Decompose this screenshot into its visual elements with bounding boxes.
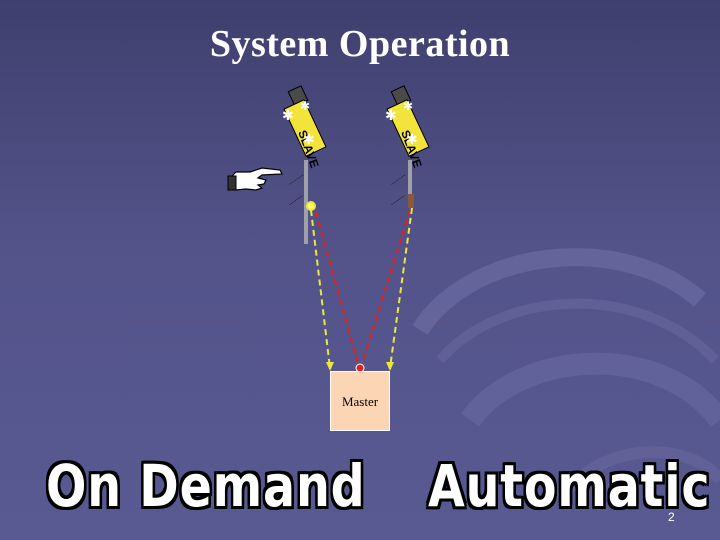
slave-sensor-right: SLAVE ---------- ~~~~~~ ✱ ✱ ✱ bbox=[385, 85, 430, 208]
svg-text:~~~~~~: ~~~~~~ bbox=[288, 173, 306, 188]
svg-text:✱: ✱ bbox=[300, 99, 310, 113]
svg-text:✱: ✱ bbox=[406, 132, 418, 148]
signal-paths bbox=[310, 207, 413, 373]
slide-title: System Operation bbox=[209, 23, 511, 65]
svg-text:✱: ✱ bbox=[282, 108, 294, 124]
master-label: Master bbox=[341, 394, 379, 409]
pointing-hand-icon bbox=[227, 167, 283, 191]
svg-text:✱: ✱ bbox=[385, 108, 397, 124]
svg-text:~~~~~~: ~~~~~~ bbox=[390, 173, 408, 188]
on-demand-label: On Demand bbox=[46, 452, 366, 520]
svg-text:----------: ---------- bbox=[390, 193, 407, 208]
svg-text:✱: ✱ bbox=[303, 132, 315, 148]
svg-text:----------: ---------- bbox=[288, 193, 305, 208]
slave-sensor-left: SLAVE ---------- ~~~~~~ ✱ ✱ ✱ bbox=[282, 85, 327, 244]
page-number: 2 bbox=[668, 510, 675, 524]
svg-text:✱: ✱ bbox=[403, 99, 413, 113]
master-box: Master bbox=[330, 371, 390, 431]
automatic-label: Automatic bbox=[428, 452, 711, 520]
